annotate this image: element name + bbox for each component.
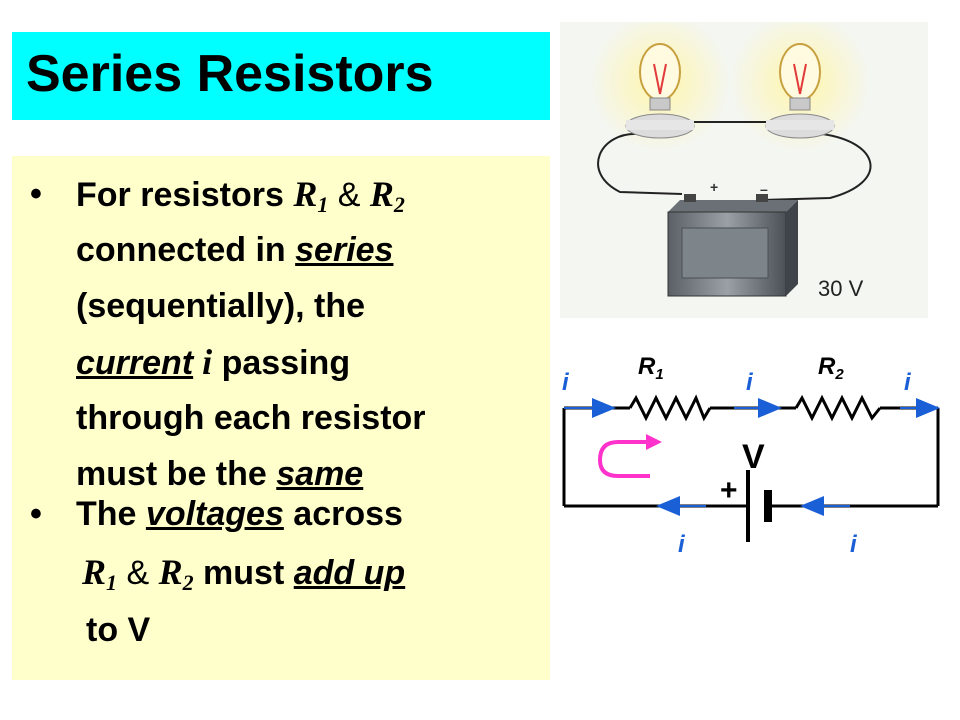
resistor-label-r2: R2 xyxy=(818,353,844,383)
title-banner: Series Resistors xyxy=(12,32,550,120)
symbol-subscript: 1 xyxy=(317,192,329,217)
emphasis-add-up: add up xyxy=(293,554,406,592)
current-label-top-left: i xyxy=(562,369,570,396)
text-segment: must xyxy=(193,554,294,592)
resistor-r1 xyxy=(628,394,712,422)
bullet-1-line-1: For resistors R1 & R2 xyxy=(76,166,405,233)
bullet-1-line-5: through each resistor xyxy=(76,390,426,446)
ampersand: & xyxy=(117,554,159,592)
text-segment: (sequentially), the xyxy=(76,287,366,325)
resistor-label-r1: R1 xyxy=(638,353,664,383)
symbol-letter: R xyxy=(158,552,183,592)
battery-minus-label: – xyxy=(760,181,768,197)
resistor-label-subscript: 1 xyxy=(655,366,663,383)
bulb-left xyxy=(625,43,695,139)
text-segment: For resistors xyxy=(76,176,294,214)
series-circuit-diagram: i i i i i R1 R2 V + xyxy=(562,353,940,558)
wire-right xyxy=(759,133,872,201)
bullet-2-line-1: The voltages across xyxy=(76,486,403,542)
text-segment: connected in xyxy=(76,231,296,269)
bulbs-battery-illustration: + – 30 V xyxy=(560,22,928,318)
voltage-label: V xyxy=(742,438,765,476)
text-segment: through each resistor xyxy=(76,399,426,437)
ampersand: & xyxy=(328,176,370,214)
text-segment: must be the xyxy=(76,455,277,493)
bullet-2-line-2: R1 & R2 must add up xyxy=(82,544,405,611)
resistor-label-letter: R xyxy=(818,353,836,380)
battery-plus-sign: + xyxy=(720,474,738,507)
emphasis-same: same xyxy=(276,455,364,493)
bullet-1-line-3: (sequentially), the xyxy=(76,278,365,334)
symbol-r2: R2 xyxy=(158,552,194,595)
symbol-r2: R2 xyxy=(369,174,405,217)
page-title: Series Resistors xyxy=(26,45,434,103)
symbol-letter: R xyxy=(369,174,394,214)
bullet-1-line-6: must be the same xyxy=(76,446,363,502)
battery-voltage-label: 30 V xyxy=(818,276,864,301)
symbol-subscript: 2 xyxy=(393,192,405,217)
bullet-1-line-2: connected in series xyxy=(76,222,393,278)
resistor-label-letter: R xyxy=(638,353,656,380)
resistor-label-subscript: 2 xyxy=(834,366,844,383)
bullet-2-line-3: to V xyxy=(86,602,150,658)
loop-direction-arrow xyxy=(597,440,650,478)
resistor-r2 xyxy=(794,394,882,422)
emphasis-current: current xyxy=(76,344,194,382)
current-label-bottom-left: i xyxy=(678,531,686,558)
bullet-1-line-4: current i passing xyxy=(76,334,350,391)
battery xyxy=(667,194,798,297)
current-label-top-middle: i xyxy=(746,369,754,396)
text-segment: across xyxy=(283,495,403,533)
symbol-i: i xyxy=(193,342,213,382)
text-segment: to V xyxy=(86,611,151,649)
bulb-right xyxy=(765,43,835,139)
loop-arrow-head xyxy=(646,434,662,450)
symbol-r1: R1 xyxy=(82,552,118,595)
emphasis-series: series xyxy=(295,231,394,269)
text-segment: The xyxy=(76,495,146,533)
symbol-letter: R xyxy=(293,174,318,214)
current-label-bottom-right: i xyxy=(850,531,858,558)
text-segment: passing xyxy=(212,344,351,382)
bullet-dot: • xyxy=(30,495,42,533)
symbol-subscript: 2 xyxy=(182,570,194,595)
current-label-top-right: i xyxy=(904,369,912,396)
emphasis-voltages: voltages xyxy=(145,495,284,533)
text-panel: • For resistors R1 & R2 connected in ser… xyxy=(12,156,550,680)
symbol-r1: R1 xyxy=(293,174,329,217)
battery-plus-label: + xyxy=(710,179,718,195)
wire-left xyxy=(597,132,683,195)
symbol-letter: R xyxy=(82,552,107,592)
symbol-subscript: 1 xyxy=(106,570,118,595)
bullet-dot: • xyxy=(30,175,42,213)
